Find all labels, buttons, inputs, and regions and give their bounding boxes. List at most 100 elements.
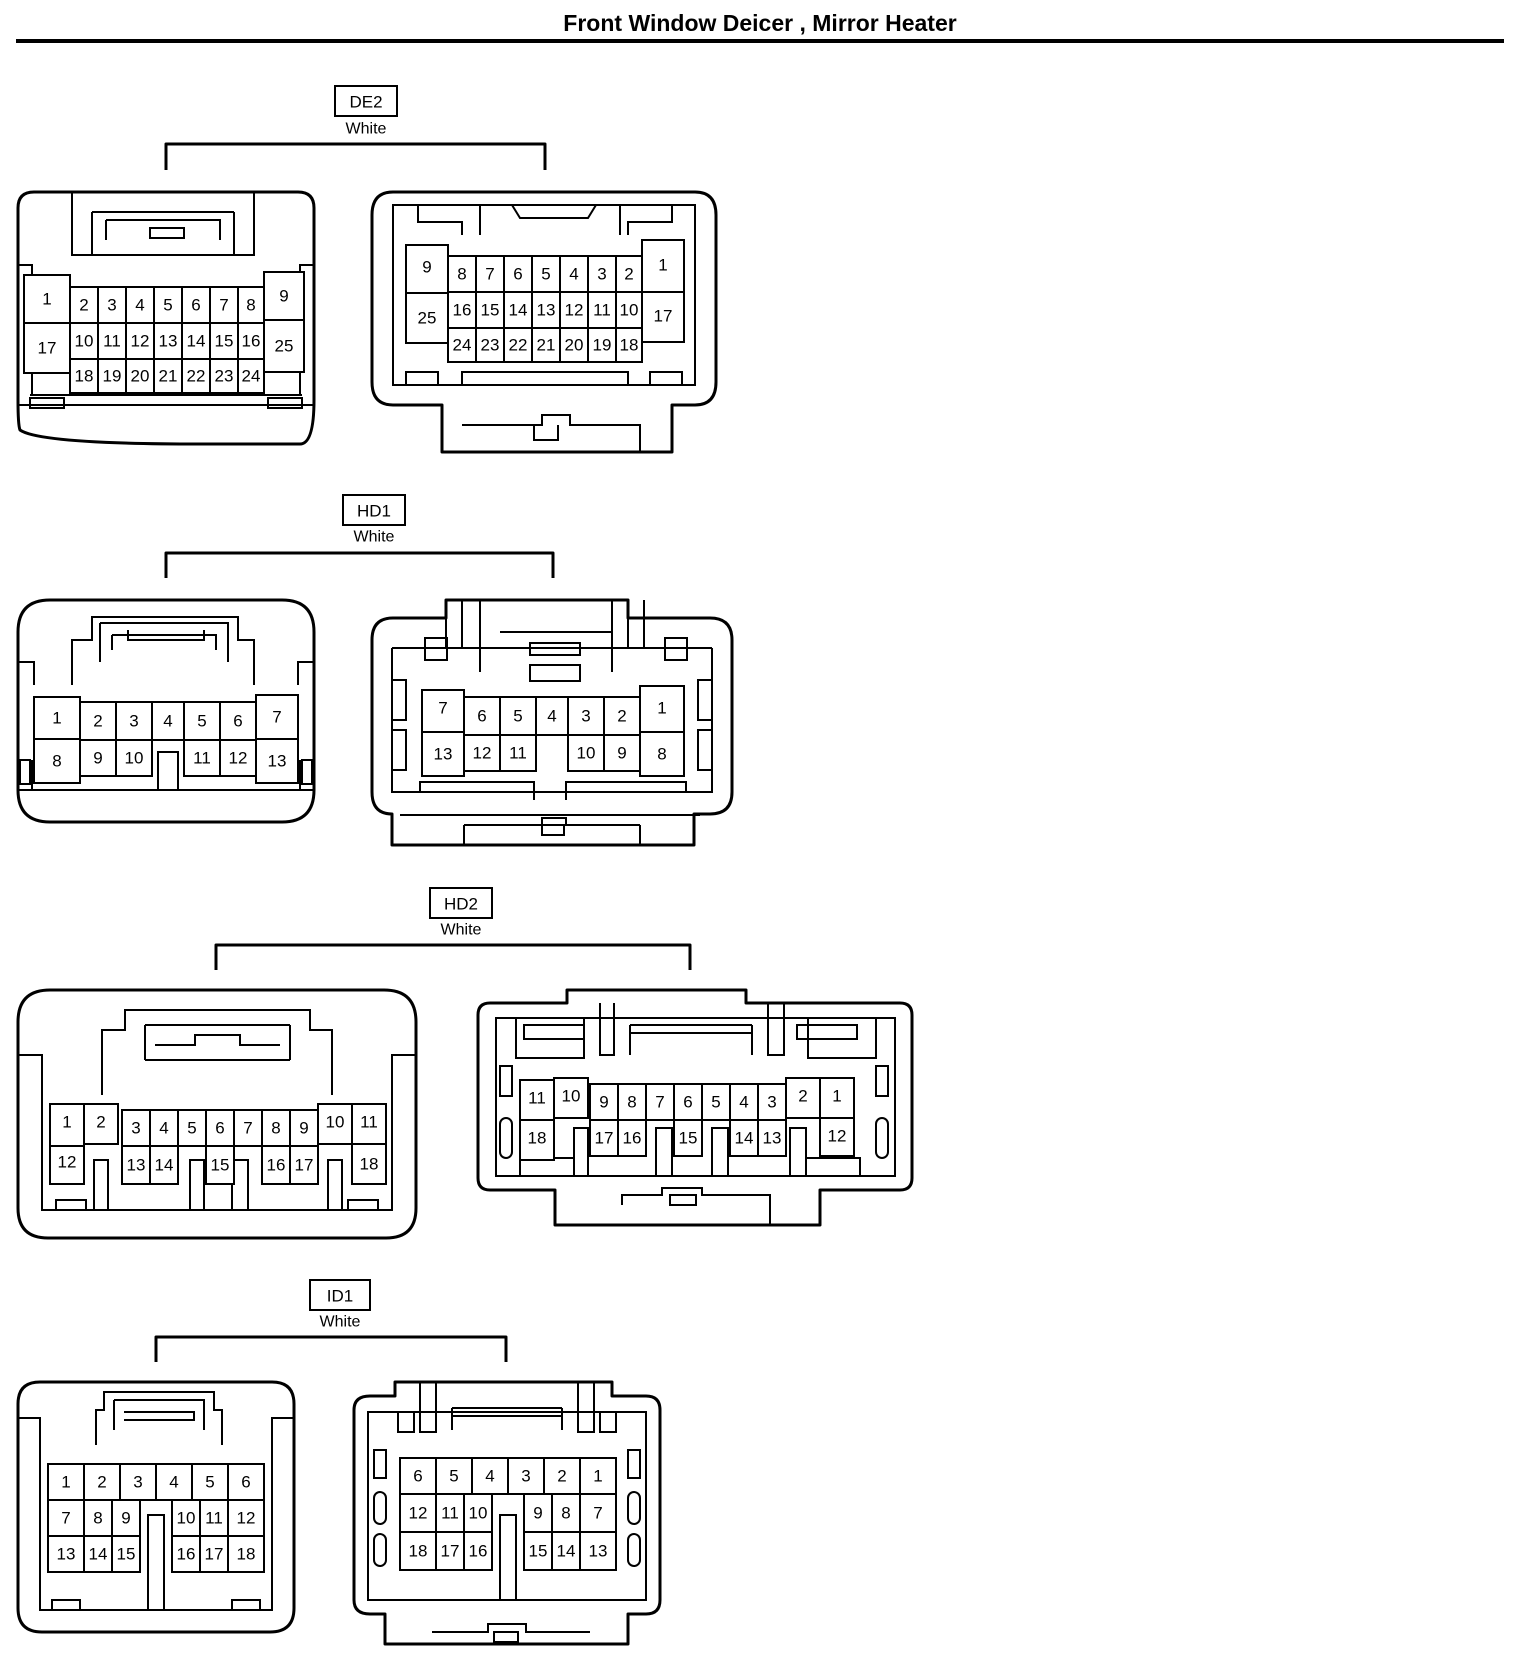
pin-cell (255, 738, 299, 784)
pin-cell (579, 1457, 617, 1495)
pin-cell (149, 1145, 179, 1185)
pin-number: 5 (163, 296, 172, 315)
pin-number: 8 (561, 1504, 570, 1523)
pin-number: 24 (242, 367, 261, 386)
pin-cell (589, 1119, 619, 1157)
pin-number: 18 (75, 367, 94, 386)
pin-number: 14 (89, 1545, 108, 1564)
pin-number: 11 (205, 1509, 223, 1528)
pin-cell (523, 1531, 553, 1571)
pin-cell (83, 1103, 119, 1145)
pin-cell (639, 685, 685, 733)
connector-name: ID1 (327, 1287, 353, 1306)
pin-number: 12 (58, 1153, 77, 1172)
pin-number: 11 (441, 1504, 459, 1523)
pin-number: 3 (133, 1473, 142, 1492)
pin-number: 10 (125, 749, 144, 768)
pin-cell (603, 734, 641, 772)
pin-number: 15 (481, 301, 500, 320)
pin-cell (219, 739, 257, 777)
pin-number: 9 (299, 1119, 308, 1138)
pin-number: 1 (593, 1467, 602, 1486)
pin-cell (617, 1119, 647, 1157)
pin-number: 9 (617, 744, 626, 763)
pin-number: 24 (453, 336, 472, 355)
pin-cell (79, 739, 117, 777)
pin-number: 10 (177, 1509, 196, 1528)
pin-number: 2 (93, 712, 102, 731)
pin-cell (447, 327, 477, 363)
connector-hd1-front-view: 1 8 2 3 4 5 6 9 10 11 12 7 13 (16, 598, 316, 824)
pin-cell (421, 689, 465, 733)
connector-hd1: HD1 White 1 8 2 3 4 5 6 9 10 11 12 7 (16, 494, 734, 847)
pin-number: 5 (513, 707, 522, 726)
pin-number: 4 (163, 712, 172, 731)
pin-cell (289, 1145, 319, 1185)
pin-cell (587, 327, 617, 363)
pin-number: 22 (187, 367, 206, 386)
pin-number: 12 (131, 332, 150, 351)
pin-number: 7 (219, 296, 228, 315)
pin-cell (79, 701, 117, 741)
pin-number: 8 (93, 1509, 102, 1528)
pin-cell (49, 1145, 85, 1185)
pin-number: 5 (711, 1093, 720, 1112)
pin-number: 5 (187, 1119, 196, 1138)
pin-number: 4 (547, 707, 556, 726)
pin-cell (579, 1493, 617, 1533)
pin-number: 8 (627, 1093, 636, 1112)
pin-number: 2 (624, 265, 633, 284)
connector-bracket (164, 551, 555, 578)
pin-number: 14 (735, 1129, 754, 1148)
connector-bracket (164, 142, 547, 170)
pin-number: 8 (657, 745, 666, 764)
pin-number: 12 (828, 1127, 847, 1146)
pin-number: 11 (193, 749, 211, 768)
pin-cell (205, 1145, 235, 1185)
pin-number: 3 (129, 712, 138, 731)
pin-number: 6 (241, 1473, 250, 1492)
pin-cell (519, 1119, 555, 1161)
pin-number: 16 (623, 1129, 642, 1148)
pin-number: 17 (38, 339, 57, 358)
pin-number: 4 (569, 265, 578, 284)
pin-number: 3 (767, 1093, 776, 1112)
connector-hd2-front-view: 1 12 2 3 4 5 6 7 8 9 13 14 15 16 17 10 1… (16, 988, 418, 1240)
pin-number: 21 (537, 336, 556, 355)
pin-number: 18 (528, 1129, 547, 1148)
pin-number: 14 (155, 1156, 174, 1175)
pin-number: 15 (117, 1545, 136, 1564)
pin-cell (263, 319, 305, 373)
pin-number: 3 (581, 707, 590, 726)
pin-number: 7 (438, 699, 447, 718)
pin-number: 25 (418, 309, 437, 328)
pin-cell (121, 1109, 151, 1147)
pin-number: 20 (565, 336, 584, 355)
connector-name: DE2 (349, 93, 382, 112)
pin-cell (421, 731, 465, 777)
pin-number: 5 (197, 712, 206, 731)
pin-cell (463, 1493, 493, 1533)
connector-color: White (441, 922, 482, 939)
pin-cell (463, 696, 501, 736)
pin-number: 15 (215, 332, 234, 351)
connector-color: White (354, 529, 395, 546)
pin-number: 2 (96, 1113, 105, 1132)
pin-number: 11 (360, 1113, 378, 1132)
pin-number: 2 (798, 1087, 807, 1106)
pin-cell (33, 738, 81, 784)
pin-number: 9 (599, 1093, 608, 1112)
pin-number: 11 (103, 332, 121, 351)
connector-color: White (320, 1314, 361, 1331)
page-title: Front Window Deicer , Mirror Heater (563, 10, 957, 36)
pin-number: 14 (187, 332, 206, 351)
pin-number: 3 (597, 265, 606, 284)
pin-cell (317, 1103, 353, 1145)
connector-label-hd2: HD2 White (429, 887, 493, 939)
pin-number: 17 (295, 1156, 314, 1175)
pin-cell (115, 739, 153, 777)
pin-cell (83, 1463, 121, 1501)
pin-number: 23 (481, 336, 500, 355)
pin-cell (615, 327, 643, 363)
connector-bracket (154, 1335, 508, 1362)
